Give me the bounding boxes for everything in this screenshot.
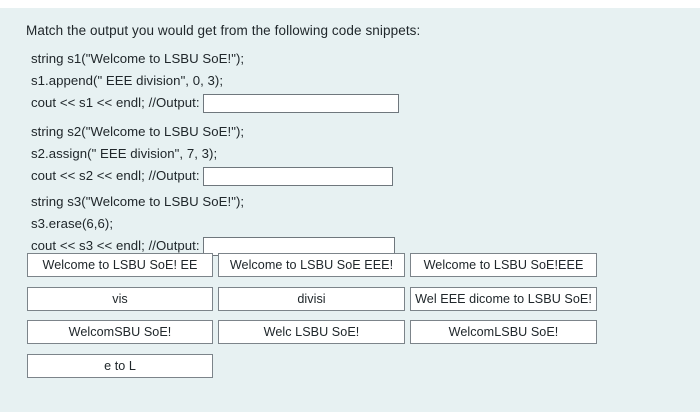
code-text: string s1("Welcome to LSBU SoE!"); <box>31 51 245 66</box>
option-button[interactable]: Welcome to LSBU SoE!EEE <box>410 253 597 277</box>
option-button[interactable]: Welcome to LSBU SoE EEE! <box>218 253 405 277</box>
option-row: Welcome to LSBU SoE! EE Welcome to LSBU … <box>27 253 597 277</box>
answer-input-s1[interactable] <box>202 93 399 113</box>
code-output-line: cout << s2 << endl; //Output: <box>31 165 393 187</box>
option-button[interactable]: divisi <box>218 286 405 311</box>
code-line: s1.append(" EEE division", 0, 3); <box>31 70 399 92</box>
code-line: s2.assign(" EEE division", 7, 3); <box>31 143 393 165</box>
answer-options: Welcome to LSBU SoE! EE Welcome to LSBU … <box>27 253 597 387</box>
code-text: s1.append(" EEE division", 0, 3); <box>31 73 224 88</box>
code-snippet-s3: string s3("Welcome to LSBU SoE!"); s3.er… <box>31 191 395 257</box>
code-line: string s2("Welcome to LSBU SoE!"); <box>31 121 393 143</box>
option-button[interactable]: vis <box>27 286 213 311</box>
option-button[interactable]: Welcome to LSBU SoE! EE <box>27 253 213 277</box>
option-button[interactable]: WelcomSBU SoE! <box>27 320 213 344</box>
option-button[interactable]: e to L <box>27 353 213 378</box>
code-text: cout << s2 << endl; //Output: <box>31 168 200 183</box>
code-line: string s3("Welcome to LSBU SoE!"); <box>31 191 395 213</box>
code-text: cout << s3 << endl; //Output: <box>31 238 200 253</box>
code-text: string s2("Welcome to LSBU SoE!"); <box>31 124 245 139</box>
answer-input-s2[interactable] <box>202 166 393 186</box>
code-line: s3.erase(6,6); <box>31 213 395 235</box>
code-output-line: cout << s1 << endl; //Output: <box>31 92 399 114</box>
question-canvas: Match the output you would get from the … <box>0 8 700 412</box>
option-button[interactable]: Welc LSBU SoE! <box>218 320 405 344</box>
code-text: string s3("Welcome to LSBU SoE!"); <box>31 194 245 209</box>
option-button[interactable]: Wel EEE dicome to LSBU SoE! <box>410 286 597 311</box>
code-text: s3.erase(6,6); <box>31 216 114 231</box>
option-row: vis divisi Wel EEE dicome to LSBU SoE! <box>27 286 597 311</box>
code-snippet-s2: string s2("Welcome to LSBU SoE!"); s2.as… <box>31 121 393 187</box>
code-text: s2.assign(" EEE division", 7, 3); <box>31 146 218 161</box>
code-line: string s1("Welcome to LSBU SoE!"); <box>31 48 399 70</box>
page-title: Match the output you would get from the … <box>26 23 421 38</box>
option-row: e to L <box>27 353 597 378</box>
option-button[interactable]: WelcomLSBU SoE! <box>410 320 597 344</box>
code-text: cout << s1 << endl; //Output: <box>31 95 200 110</box>
code-snippet-s1: string s1("Welcome to LSBU SoE!"); s1.ap… <box>31 48 399 114</box>
option-row: WelcomSBU SoE! Welc LSBU SoE! WelcomLSBU… <box>27 320 597 344</box>
